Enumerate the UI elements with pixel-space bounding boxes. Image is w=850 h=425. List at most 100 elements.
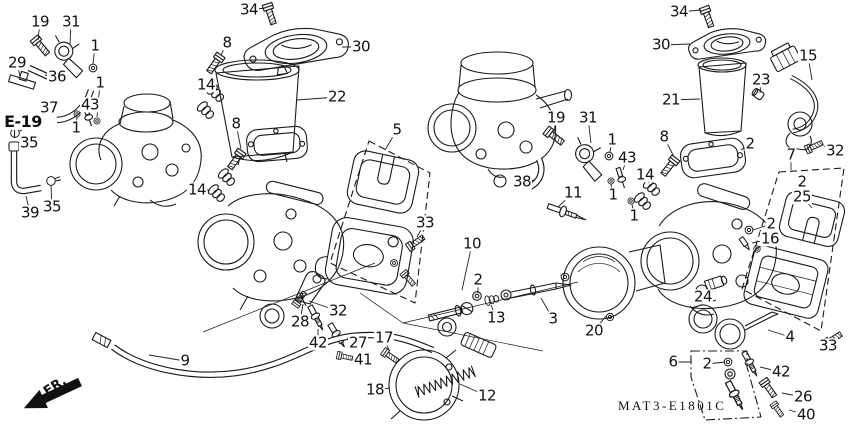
callout-2[interactable]: 2 — [765, 214, 777, 233]
callout-28[interactable]: 28 — [289, 312, 311, 331]
callout-40[interactable]: 40 — [795, 405, 817, 424]
leader-line — [461, 243, 473, 291]
plug-40 — [769, 400, 786, 419]
callout-32[interactable]: 32 — [824, 141, 846, 160]
callout-8[interactable]: 8 — [230, 114, 242, 133]
bolt-19-left — [29, 34, 52, 58]
ring — [724, 368, 736, 380]
callout-27[interactable]: 27 — [347, 333, 369, 352]
callout-43[interactable]: 43 — [79, 95, 101, 114]
callout-35[interactable]: 35 — [41, 197, 63, 216]
callout-43[interactable]: 43 — [616, 148, 638, 167]
catalog-code: MAT3-E1801C — [618, 398, 727, 413]
callout-2[interactable]: 2 — [472, 270, 484, 289]
callout-39[interactable]: 39 — [19, 203, 41, 222]
tube-39 — [8, 141, 42, 195]
callout-21[interactable]: 21 — [660, 90, 682, 109]
callout-1[interactable]: 1 — [94, 73, 106, 92]
washer-1 — [607, 177, 615, 185]
callout-35[interactable]: 35 — [18, 133, 40, 152]
bracket-28 — [294, 271, 326, 305]
callout-19[interactable]: 19 — [29, 12, 51, 31]
callout-16[interactable]: 16 — [759, 229, 781, 248]
callout-8[interactable]: 8 — [221, 33, 233, 52]
callout-20[interactable]: 20 — [583, 321, 605, 340]
callout-26[interactable]: 26 — [792, 387, 814, 406]
callout-33[interactable]: 33 — [414, 213, 436, 232]
plug-26 — [758, 376, 779, 400]
throttle-sensor-15 — [770, 42, 819, 151]
callout-42[interactable]: 42 — [770, 362, 792, 381]
callout-24[interactable]: 24 — [692, 287, 714, 306]
callout-30[interactable]: 30 — [650, 35, 672, 54]
funnel-gasket-2-right — [679, 137, 747, 179]
callout-17[interactable]: 17 — [373, 328, 395, 347]
callout-14[interactable]: 14 — [186, 180, 208, 199]
callout-E-19[interactable]: E-19 — [3, 111, 43, 131]
callout-1[interactable]: 1 — [89, 36, 101, 55]
callout-14[interactable]: 14 — [634, 165, 656, 184]
callout-2[interactable]: 2 — [701, 354, 713, 373]
callout-4[interactable]: 4 — [784, 327, 796, 346]
callout-1[interactable]: 1 — [628, 206, 640, 225]
carburetor-body-4 — [640, 183, 777, 316]
callout-31[interactable]: 31 — [577, 108, 599, 127]
callout-5[interactable]: 5 — [391, 120, 403, 139]
callout-10[interactable]: 10 — [461, 234, 483, 253]
callout-7[interactable]: 7 — [785, 145, 797, 164]
callout-15[interactable]: 15 — [797, 46, 819, 65]
insulator-flange-30-left — [243, 27, 349, 76]
callout-37[interactable]: 37 — [38, 98, 60, 117]
callout-19[interactable]: 19 — [545, 108, 567, 127]
callout-30[interactable]: 30 — [350, 37, 372, 56]
callout-32[interactable]: 32 — [327, 301, 349, 320]
callout-1[interactable]: 1 — [607, 185, 619, 204]
callout-22[interactable]: 22 — [326, 87, 348, 106]
bolt-33-center — [404, 232, 427, 253]
washer-2 — [744, 225, 754, 235]
callout-29[interactable]: 29 — [6, 53, 28, 72]
washer — [560, 272, 570, 282]
vacuum-chamber-cover-in-box-5 — [314, 217, 414, 295]
callout-25[interactable]: 25 — [791, 187, 813, 206]
funnel-gasket-left — [246, 125, 308, 163]
jet-set-box-6 — [690, 350, 762, 421]
spring-14 — [216, 166, 238, 189]
callout-9[interactable]: 9 — [179, 351, 191, 370]
hose-38 — [528, 157, 545, 190]
callout-1[interactable]: 1 — [70, 118, 82, 137]
callout-31[interactable]: 31 — [60, 12, 82, 31]
washer-2 — [723, 357, 733, 367]
callout-1[interactable]: 1 — [606, 130, 618, 149]
callout-34[interactable]: 34 — [238, 0, 260, 19]
callout-23[interactable]: 23 — [750, 70, 772, 89]
callout-14[interactable]: 14 — [195, 75, 217, 94]
callout-3[interactable]: 3 — [547, 309, 559, 328]
callout-13[interactable]: 13 — [485, 308, 507, 327]
screw-34-left — [261, 1, 279, 27]
callout-6[interactable]: 6 — [667, 352, 679, 371]
callout-2[interactable]: 2 — [796, 172, 808, 191]
callout-12[interactable]: 12 — [476, 386, 498, 405]
diaphragm-cover-18 — [388, 349, 464, 421]
callout-8[interactable]: 8 — [658, 127, 670, 146]
screw-34-right — [698, 4, 717, 29]
washer-2 — [472, 291, 482, 301]
callout-2[interactable]: 2 — [744, 134, 756, 153]
callout-33[interactable]: 33 — [817, 336, 839, 355]
washer-1 — [604, 151, 614, 161]
callout-18[interactable]: 18 — [364, 380, 386, 399]
callout-42[interactable]: 42 — [307, 333, 329, 352]
callout-41[interactable]: 41 — [352, 350, 374, 369]
callout-36[interactable]: 36 — [46, 67, 68, 86]
bolt-41 — [335, 350, 354, 363]
chamber-gasket-in-box-5 — [346, 150, 420, 214]
float-chamber-gasket-25 — [778, 190, 846, 248]
fr-direction-arrow: FR. — [23, 374, 82, 409]
callout-11[interactable]: 11 — [562, 183, 584, 202]
callout-38[interactable]: 38 — [511, 172, 533, 191]
float-chamber-body-7 — [743, 245, 829, 319]
air-cut-valve-31-left — [54, 35, 84, 79]
callout-34[interactable]: 34 — [668, 2, 690, 21]
